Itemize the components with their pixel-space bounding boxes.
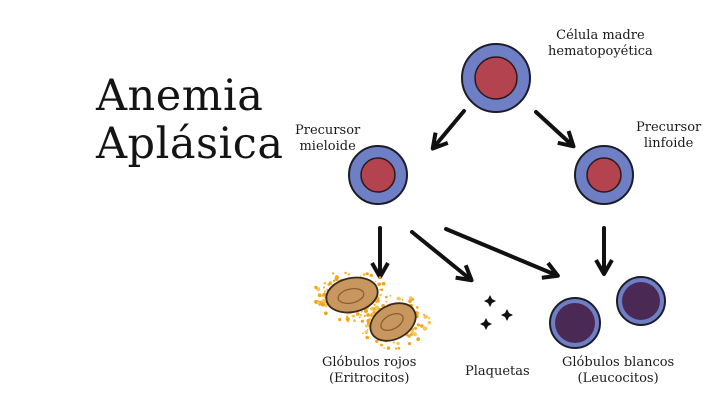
label-myeloid-line-1: Precursor (295, 123, 361, 138)
arrow-stem-to-myeloid (430, 109, 466, 151)
label-wbc-line-2: (Leucocitos) (577, 371, 659, 386)
stem-cell (461, 43, 531, 113)
label-lymphoid: Precursor linfoide (636, 120, 701, 152)
platelets (480, 295, 513, 330)
label-stem-cell: Célula madre hematopoyética (548, 28, 653, 60)
label-myeloid-line-2: mieloide (299, 139, 356, 154)
title-line-1: Anemia (96, 71, 264, 121)
label-rbc: Glóbulos rojos (Eritrocitos) (322, 355, 416, 387)
label-lymphoid-line-1: Precursor (636, 120, 702, 135)
page-title: Anemia Aplásica (96, 72, 284, 168)
label-rbc-line-2: (Eritrocitos) (328, 371, 410, 386)
red-blood-cells (314, 271, 431, 350)
platelet (480, 318, 492, 330)
label-stem-line-1: Célula madre (556, 28, 645, 43)
arrow-myeloid-to-wbc (444, 227, 560, 280)
lymphoid-precursor-cell (574, 145, 634, 205)
white-blood-cells (549, 276, 666, 349)
label-myeloid: Precursor mieloide (295, 123, 360, 155)
platelet (501, 309, 513, 321)
platelet (484, 295, 496, 307)
label-lymphoid-line-2: linfoide (643, 136, 694, 151)
label-wbc: Glóbulos blancos (Leucocitos) (562, 355, 674, 387)
title-line-2: Aplásica (96, 119, 284, 169)
label-rbc-line-1: Glóbulos rojos (322, 355, 417, 370)
label-wbc-line-1: Glóbulos blancos (562, 355, 675, 370)
myeloid-precursor-cell (348, 145, 408, 205)
arrow-myeloid-to-platelets (410, 230, 474, 283)
label-platelets-line-1: Plaquetas (465, 364, 530, 379)
label-platelets: Plaquetas (465, 364, 530, 380)
label-stem-line-2: hematopoyética (548, 44, 653, 59)
arrow-stem-to-lymphoid (534, 110, 576, 149)
